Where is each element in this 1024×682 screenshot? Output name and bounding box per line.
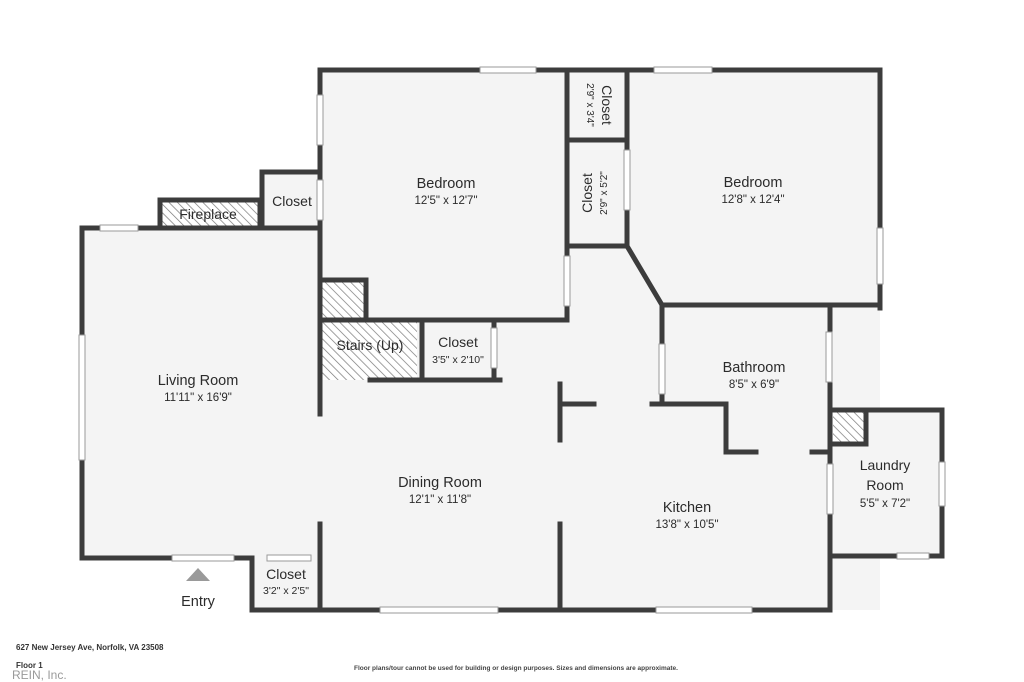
windows bbox=[78, 66, 946, 614]
room-name: Bedroom bbox=[417, 176, 476, 192]
room-dims: 8'5" x 6'9" bbox=[729, 379, 779, 391]
room-name: Living Room bbox=[158, 373, 239, 389]
room-name: Closet bbox=[272, 193, 312, 209]
room-dims: 13'8" x 10'5" bbox=[655, 519, 718, 531]
hatched-areas bbox=[157, 197, 867, 442]
room-dims: 3'2" x 2'5" bbox=[263, 585, 309, 597]
room-dims: 12'1" x 11'8" bbox=[409, 494, 471, 506]
entry-arrow-icon bbox=[186, 568, 210, 581]
entry-label: Entry bbox=[181, 594, 216, 610]
chimney-block bbox=[322, 280, 366, 320]
room-dims: 3'5" x 2'10" bbox=[432, 354, 484, 366]
room-dims: 2'9" x 5'2" bbox=[599, 171, 610, 215]
room-name: Bathroom bbox=[723, 360, 786, 376]
floor-label: Floor 1 bbox=[16, 661, 43, 670]
property-address: 627 New Jersey Ave, Norfolk, VA 23508 bbox=[16, 643, 164, 652]
room-name: Laundry bbox=[860, 457, 911, 473]
brand-watermark: REIN, Inc. bbox=[12, 668, 67, 682]
room-name: Closet bbox=[599, 85, 615, 125]
room-name: Closet bbox=[266, 566, 306, 582]
room-name: Closet bbox=[438, 334, 478, 350]
room-dims: 2'9" x 3'4" bbox=[584, 83, 595, 127]
room-dims: 5'5" x 7'2" bbox=[860, 498, 910, 510]
room-dims: 12'5" x 12'7" bbox=[414, 195, 477, 207]
room-dims: 12'8" x 12'4" bbox=[721, 194, 784, 206]
room-name: Kitchen bbox=[663, 500, 711, 516]
fireplace-hearth bbox=[157, 197, 263, 231]
laundry-chase bbox=[833, 412, 867, 442]
room-name: Dining Room bbox=[398, 475, 482, 491]
room-name-line2: Room bbox=[866, 477, 903, 493]
room-name: Closet bbox=[579, 173, 595, 213]
room-labels: Bedroom 12'5" x 12'7" Bedroom 12'8" x 12… bbox=[158, 83, 911, 610]
room-name: Bedroom bbox=[724, 175, 783, 191]
room-dims: 11'11" x 16'9" bbox=[164, 392, 232, 404]
stairs-block bbox=[322, 322, 417, 380]
disclaimer-text: Floor plans/tour cannot be used for buil… bbox=[354, 665, 678, 672]
room-name: Fireplace bbox=[179, 206, 237, 222]
floor-fill bbox=[82, 70, 942, 610]
room-name: Stairs (Up) bbox=[337, 337, 404, 353]
